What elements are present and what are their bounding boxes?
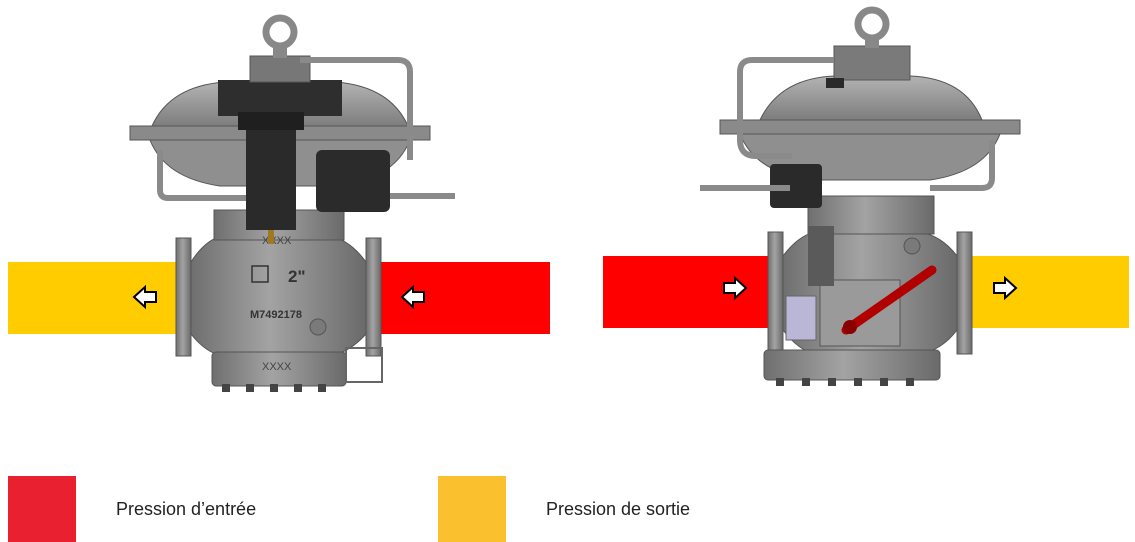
legend-inlet-swatch — [8, 476, 76, 542]
legend-outlet-swatch — [438, 476, 506, 542]
right-flange-right — [956, 231, 973, 355]
legend-outlet: Pression de sortie — [438, 476, 690, 542]
right-body-boss — [903, 237, 921, 255]
left-body-boss — [309, 318, 327, 336]
right-top-collar — [833, 45, 911, 81]
right-valve-window — [785, 295, 817, 341]
right-side-cylinder — [808, 226, 834, 286]
legend-inlet: Pression d’entrée — [8, 476, 256, 542]
right-base-bolts — [776, 378, 914, 386]
left-pilot-main — [246, 120, 296, 230]
left-size-mark: 2" — [288, 267, 306, 286]
left-base-bracket — [345, 347, 383, 383]
left-flange-left — [175, 237, 192, 357]
right-shutoff-block — [819, 279, 901, 347]
legend-inlet-label: Pression d’entrée — [116, 498, 257, 519]
left-top-cap — [218, 80, 342, 116]
right-body-base — [763, 349, 941, 381]
left-valve-body — [190, 235, 367, 357]
left-logo-box — [251, 265, 269, 283]
right-reset-handle — [841, 265, 937, 335]
right-tube-side — [930, 140, 995, 191]
legend-outlet-label: Pression de sortie — [546, 498, 691, 519]
right-pilot-top — [826, 78, 844, 88]
left-eye-stem — [273, 44, 287, 58]
right-lifting-eye — [854, 6, 890, 42]
right-tube-top — [737, 57, 834, 159]
left-pilot-cap — [238, 112, 304, 130]
right-outlet-arrow-icon — [993, 275, 1018, 301]
right-pilot-rear — [770, 164, 822, 208]
right-inlet-arrow-icon — [723, 275, 748, 301]
left-pilot-side — [316, 150, 390, 212]
left-outlet-arrow-icon — [132, 284, 157, 310]
left-pilot-brass — [268, 230, 274, 244]
left-lifting-eye — [262, 14, 298, 50]
left-top-code: XXXX — [262, 235, 292, 247]
right-flange-ring — [719, 119, 1021, 135]
left-tube-side — [157, 150, 246, 201]
left-regulator: 2" M7492178 XXXX XXXX — [8, 14, 550, 392]
left-inlet-arrow-icon — [400, 284, 425, 310]
left-serial-mark: M7492178 — [250, 309, 302, 321]
left-bottom-code: XXXX — [262, 361, 292, 373]
right-diaphragm-dome — [759, 75, 983, 121]
left-base-bolts — [222, 384, 326, 392]
right-inlet-pipe — [603, 256, 773, 328]
right-handle-hub — [843, 320, 857, 334]
left-flange-right — [365, 237, 382, 357]
left-tube-top — [300, 57, 413, 160]
right-flange-left — [767, 231, 784, 355]
right-regulator — [603, 6, 1129, 386]
right-eye-stem — [865, 36, 879, 48]
